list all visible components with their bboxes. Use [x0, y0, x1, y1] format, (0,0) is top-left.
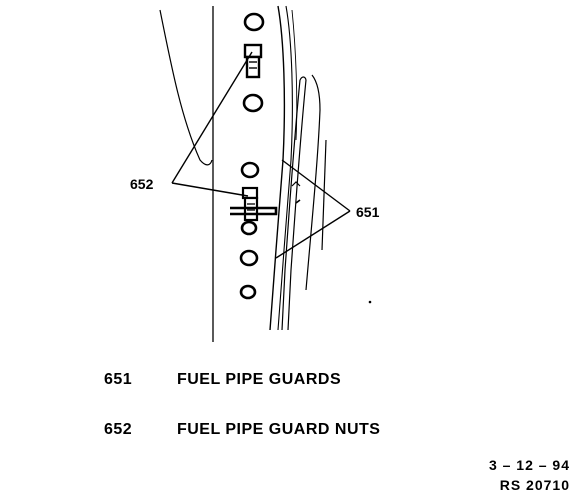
- rail-holes: [239, 12, 265, 300]
- fuel-pipe-guard-inner: [281, 76, 307, 331]
- reference-date: 3 – 12 – 94: [488, 457, 570, 473]
- detail-marks: [291, 181, 372, 304]
- legend-number: 651: [104, 371, 133, 388]
- leader-lines-652: [171, 51, 253, 197]
- legend-row-652: 652 FUEL PIPE GUARD NUTS: [104, 421, 380, 439]
- callout-652: 652: [130, 176, 154, 192]
- legend-description: FUEL PIPE GUARDS: [176, 371, 342, 388]
- callout-651: 651: [356, 204, 380, 220]
- pipe-clamp-bracket: [230, 206, 278, 216]
- fuel-pipe-guard-diagram: 652 651: [130, 5, 380, 342]
- reference-code: RS 20710: [499, 477, 570, 493]
- guard-nut-upper: [243, 43, 263, 79]
- chassis-rail: [212, 5, 298, 342]
- legend-row-651: 651 FUEL PIPE GUARDS: [104, 371, 341, 389]
- fuel-pipe-guard-outer: [305, 74, 327, 291]
- leader-lines-651: [275, 159, 351, 259]
- body-panel-edge: [159, 9, 213, 166]
- legend-number: 652: [104, 421, 133, 438]
- legend-description: FUEL PIPE GUARD NUTS: [176, 421, 381, 438]
